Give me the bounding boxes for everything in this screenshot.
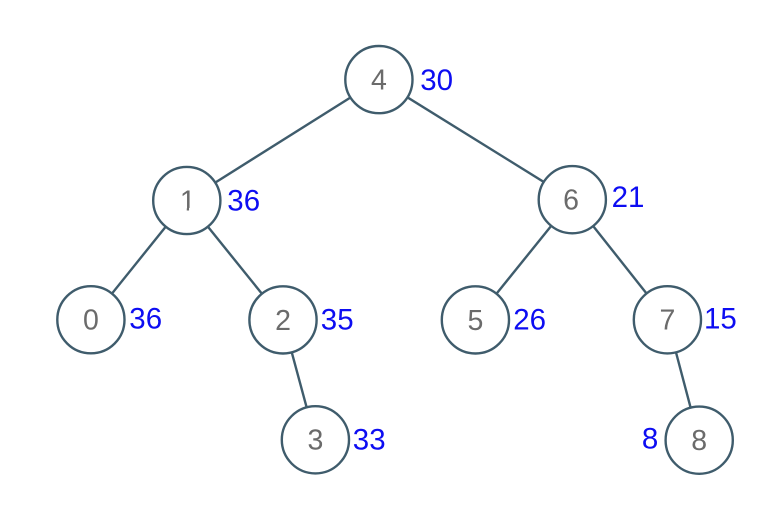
svg-text:36: 36 [227,184,260,217]
svg-text:8: 8 [642,423,658,456]
svg-text:3: 3 [307,425,323,457]
svg-text:8: 8 [691,425,707,457]
svg-text:33: 33 [353,423,386,456]
svg-text:1: 1 [180,185,196,217]
svg-text:15: 15 [704,302,737,335]
svg-text:2: 2 [275,305,291,337]
svg-text:5: 5 [467,305,483,337]
svg-text:0: 0 [83,305,99,337]
svg-text:30: 30 [420,64,453,97]
svg-text:36: 36 [129,303,162,336]
svg-text:21: 21 [612,181,645,214]
svg-text:26: 26 [513,304,546,337]
svg-text:4: 4 [371,65,387,97]
svg-text:35: 35 [321,303,354,336]
svg-text:6: 6 [563,185,579,217]
svg-text:7: 7 [659,305,675,337]
